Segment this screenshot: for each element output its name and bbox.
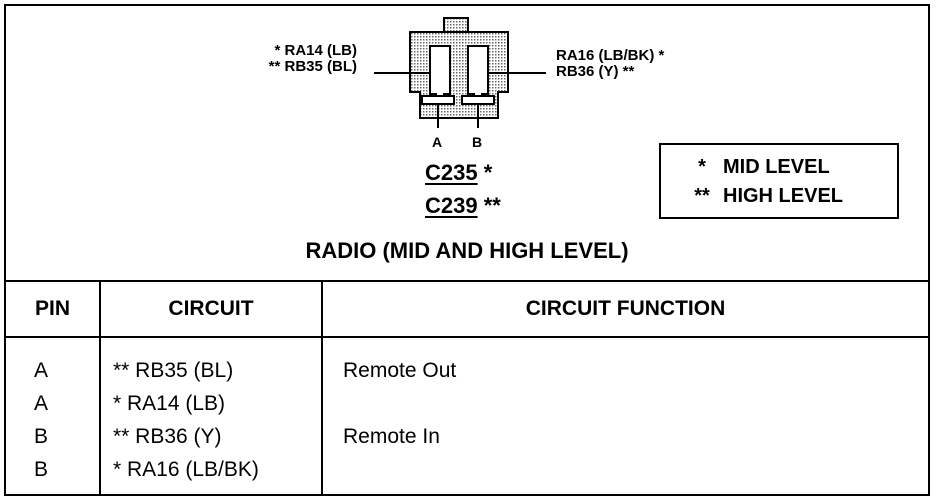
terminal-b-base: [461, 95, 495, 105]
pin-table: PIN CIRCUIT CIRCUIT FUNCTION A A B B ** …: [6, 282, 928, 495]
pin-letter-a: A: [432, 134, 443, 150]
header-pin: PIN: [6, 282, 101, 338]
terminal-a-base: [421, 95, 455, 105]
function-cell: Remote In: [343, 425, 440, 448]
function-cell: [343, 453, 927, 486]
pin-letter-b: B: [472, 134, 483, 150]
circuit-cell: ** RB36 (Y): [113, 425, 222, 448]
pin-cell: B: [34, 458, 49, 481]
wire-label-ra14: * RA14 (LB): [274, 42, 357, 59]
connector-sheet: * RA14 (LB) ** RB35 (BL) RA16 (LB/BK) * …: [4, 4, 930, 496]
wire-label-ra16: RA16 (LB/BK) *: [556, 47, 665, 64]
pin-table-header: PIN CIRCUIT CIRCUIT FUNCTION: [6, 282, 928, 338]
connector-number: C239: [425, 193, 478, 218]
circuit-cell: ** RB35 (BL): [113, 359, 234, 382]
wire-label-rb36: RB36 (Y) **: [556, 63, 635, 80]
circuit-column: ** RB35 (BL) * RA14 (LB) ** RB36 (Y) * R…: [100, 337, 323, 495]
connector-id-c239: C239 **: [425, 193, 501, 219]
table-row: A A B B ** RB35 (BL) * RA14 (LB) ** RB36…: [6, 337, 928, 495]
header-circuit-function: CIRCUIT FUNCTION: [322, 282, 928, 338]
connector-mark: *: [483, 160, 493, 185]
circuit-cell: * RA14 (LB): [113, 392, 226, 415]
connector-diagram: * RA14 (LB) ** RB35 (BL) RA16 (LB/BK) * …: [6, 6, 928, 282]
legend-text: MID LEVEL: [723, 156, 830, 178]
function-column: Remote Out Remote In: [322, 337, 928, 495]
pin-column: A A B B: [6, 337, 101, 495]
right-wire-labels: RA16 (LB/BK) * RB36 (Y) **: [556, 48, 664, 80]
wire-label-rb35: ** RB35 (BL): [268, 58, 357, 75]
diagram-caption: RADIO (MID AND HIGH LEVEL): [305, 238, 629, 263]
circuit-cell: * RA16 (LB/BK): [113, 458, 259, 481]
legend-row-mid: * MID LEVEL: [681, 153, 897, 182]
legend-row-high: ** HIGH LEVEL: [681, 182, 897, 211]
level-legend: * MID LEVEL ** HIGH LEVEL: [659, 143, 899, 219]
legend-mark: *: [698, 156, 706, 178]
left-wire-labels: * RA14 (LB) ** RB35 (BL): [232, 43, 357, 75]
connector-mark: **: [483, 193, 501, 218]
connector-id-c235: C235 *: [425, 160, 492, 186]
connector-number: C235: [425, 160, 478, 185]
connector-face-drawing: [374, 17, 546, 128]
pin-cell: A: [34, 392, 49, 415]
legend-mark: **: [694, 185, 710, 207]
pin-cell: A: [34, 359, 49, 382]
connector-body: [409, 31, 509, 119]
header-circuit: CIRCUIT: [100, 282, 323, 338]
function-cell: Remote Out: [343, 359, 457, 382]
legend-text: HIGH LEVEL: [723, 185, 844, 207]
function-cell: [343, 387, 927, 420]
pin-cell: B: [34, 425, 49, 448]
